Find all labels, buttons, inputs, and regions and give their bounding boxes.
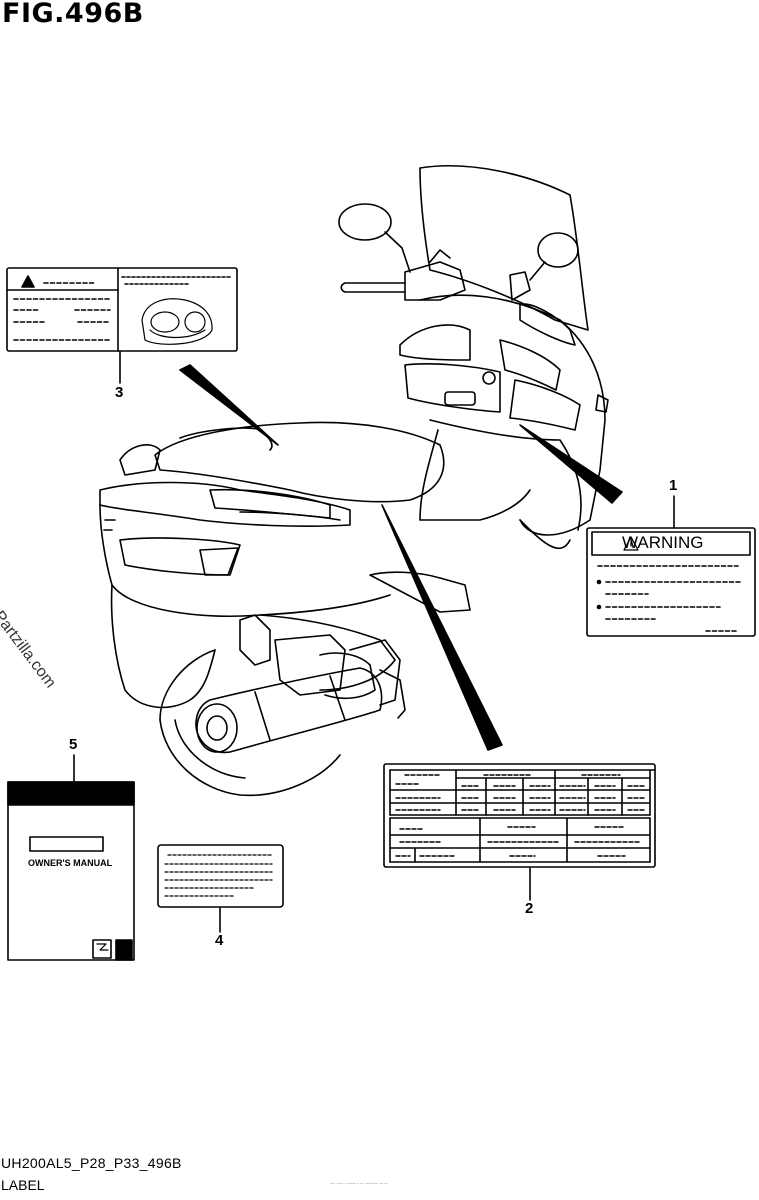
section-label: LABEL [1,1177,45,1193]
label-1-drawing [586,527,756,637]
label-5-drawing [7,781,135,961]
scooter-illustration [99,165,609,797]
owners-manual-text: OWNER'S MANUAL [28,858,113,868]
leader-1 [519,424,623,504]
figure-title: FIG.496B [2,0,144,29]
leader-3 [179,364,279,446]
callout-number-5: 5 [69,736,78,753]
label-2-drawing [383,763,656,868]
callout-number-1: 1 [669,477,678,494]
warning-label-text: WARNING [622,533,704,552]
leader-2 [381,504,503,751]
diagram-code: UH200AL5_P28_P33_496B [1,1155,182,1171]
footer-tiny-text: --- ---- - ----- - -- -------- -- -- [330,1181,388,1187]
callout-number-2: 2 [525,900,534,917]
callout-number-3: 3 [115,384,124,401]
callout-number-4: 4 [215,932,224,949]
label-3-drawing [6,267,238,352]
label-4-drawing [157,844,284,908]
